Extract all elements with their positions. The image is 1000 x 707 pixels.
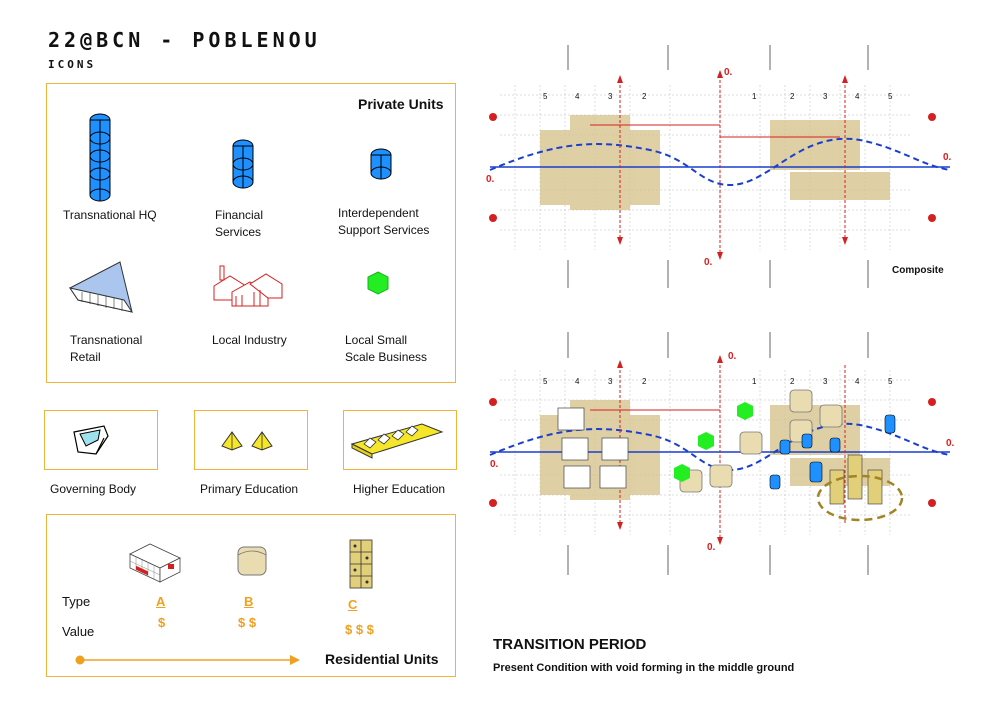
bottom-zero-mark-1: 0. <box>728 351 737 362</box>
primary-education-label: Primary Education <box>200 482 299 496</box>
residential-units-heading: Residential Units <box>325 651 439 667</box>
bottom-zero-mark-3: 0. <box>946 438 955 449</box>
composite-diagram <box>489 45 951 288</box>
value-row-label: Value <box>62 624 95 639</box>
residential-type-b-icon <box>237 546 267 576</box>
type-b-value: $ $ <box>238 615 257 630</box>
type-a-label: A <box>156 594 166 609</box>
transition-title: TRANSITION PERIOD <box>493 636 647 653</box>
bottom-zero-mark-2: 0. <box>490 459 499 470</box>
type-c-value: $ $ $ <box>345 622 374 637</box>
type-row-label: Type <box>62 594 91 609</box>
transnational-retail-icon <box>68 261 134 313</box>
residential-type-c-icon <box>349 539 373 589</box>
top-grid-num-1r: 1 <box>752 92 757 101</box>
higher-education-label: Higher Education <box>353 482 446 496</box>
small-business-icon <box>367 271 389 295</box>
transition-diagram <box>489 332 951 575</box>
bottom-grid-num-4l: 4 <box>575 377 580 386</box>
top-grid-num-2l: 2 <box>642 92 647 101</box>
residential-type-a-icon <box>129 543 181 583</box>
governing-body-panel <box>44 410 158 470</box>
bottom-grid-num-2r: 2 <box>790 377 795 386</box>
composite-label: Composite <box>892 265 944 276</box>
transnational-hq-label: Transnational HQ <box>63 208 157 222</box>
type-c-label: C <box>348 597 358 612</box>
bottom-grid-num-3r: 3 <box>823 377 828 386</box>
top-grid-num-4l: 4 <box>575 92 580 101</box>
type-b-label: B <box>244 594 254 609</box>
page-title: 22@BCN - POBLENOU <box>48 28 321 52</box>
top-zero-mark-1: 0. <box>724 67 733 78</box>
private-units-heading: Private Units <box>358 96 444 112</box>
governing-body-label: Governing Body <box>50 482 137 496</box>
primary-education-panel <box>194 410 308 470</box>
transition-subtitle: Present Condition with void forming in t… <box>493 662 795 674</box>
bottom-grid-num-5r: 5 <box>888 377 893 386</box>
residential-units-panel <box>46 514 456 677</box>
top-zero-mark-2: 0. <box>486 174 495 185</box>
page-subtitle: ICONS <box>48 58 97 71</box>
financial-services-label: Financial Services <box>215 208 264 239</box>
top-grid-num-5r: 5 <box>888 92 893 101</box>
bottom-zero-mark-4: 0. <box>707 542 716 553</box>
type-a-value: $ <box>158 615 166 630</box>
top-zero-mark-4: 0. <box>704 257 713 268</box>
local-industry-icon <box>213 265 283 307</box>
local-industry-label: Local Industry <box>212 333 287 347</box>
bottom-grid-num-2l: 2 <box>642 377 647 386</box>
transnational-retail-label: Transnational Retail <box>70 333 143 364</box>
higher-education-icon <box>350 423 444 459</box>
top-grid-num-2r: 2 <box>790 92 795 101</box>
governing-body-icon <box>73 425 109 455</box>
private-units-panel <box>46 83 456 383</box>
bottom-grid-num-5l: 5 <box>543 377 548 386</box>
support-services-label: Interdependent Support Services <box>338 206 430 237</box>
top-grid-num-5l: 5 <box>543 92 548 101</box>
top-zero-mark-3: 0. <box>943 152 952 163</box>
top-grid-num-4r: 4 <box>855 92 860 101</box>
transnational-hq-icon <box>89 113 111 202</box>
bottom-grid-num-4r: 4 <box>855 377 860 386</box>
bottom-grid-num-3l: 3 <box>608 377 613 386</box>
support-services-icon <box>370 148 392 180</box>
financial-services-icon <box>232 139 254 189</box>
top-grid-num-3l: 3 <box>608 92 613 101</box>
higher-education-panel <box>343 410 457 470</box>
small-business-label: Local Small Scale Business <box>345 333 428 364</box>
bottom-grid-num-1r: 1 <box>752 377 757 386</box>
top-grid-num-3r: 3 <box>823 92 828 101</box>
value-scale-arrow <box>75 655 300 665</box>
primary-education-icon <box>221 431 273 451</box>
